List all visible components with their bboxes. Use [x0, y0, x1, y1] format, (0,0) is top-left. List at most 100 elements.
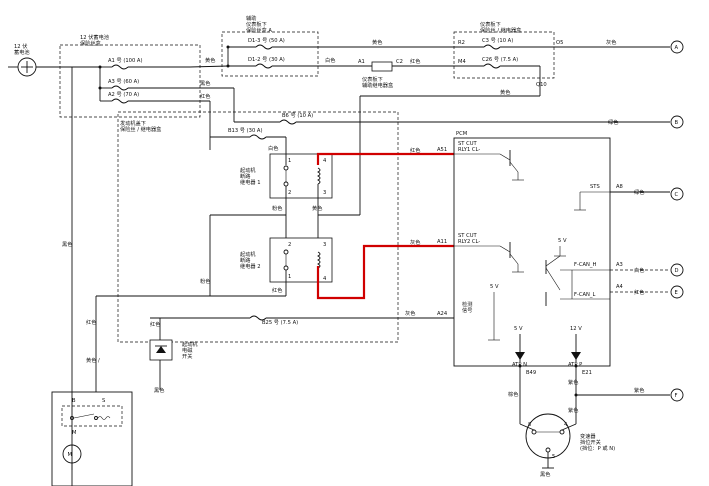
- fuse-box-main: 12 伏蓄电池 保险丝盒 A1 号 (100 A) A3 号 (60 A) A2…: [59, 33, 201, 470]
- pcm-sts: STS: [590, 184, 600, 190]
- starter-m: M: [72, 430, 76, 436]
- connector-e-label: E: [675, 290, 678, 296]
- wire-black-1: 黑色: [200, 79, 210, 87]
- relay2-pin-a: 2: [288, 242, 291, 248]
- wire-green-b: 绿色: [608, 118, 618, 126]
- pin-r2: R2: [458, 40, 465, 46]
- wire-black-left: 黑色: [62, 240, 72, 248]
- wire-white-2: 白色: [268, 144, 278, 152]
- pcm-5v-a: 5 V: [558, 238, 567, 244]
- connector-b: [670, 115, 684, 129]
- wire-green-c: 绿色: [634, 188, 644, 196]
- relay2-label-2: 断路: [240, 256, 251, 264]
- diode-label-3: 开关: [182, 352, 192, 360]
- aux-box-title-1: 辅助: [246, 14, 256, 22]
- wire-red-5: 红色: [86, 318, 96, 326]
- relay2-label-3: 继电器 2: [240, 262, 261, 270]
- highlighted-circuit: 红色 灰色: [316, 146, 454, 300]
- pin-a3: A3: [616, 262, 623, 268]
- fuse-d13-label: D1-3 号 (50 A): [248, 37, 285, 44]
- dash-fuse-box: 仪表板下 保险丝 / 继电器盒 R2 M4 C3 号 (10 A) C26 号 …: [359, 20, 684, 205]
- pin-a8: A8: [616, 184, 623, 190]
- pcm-title: PCM: [456, 131, 467, 137]
- relay2-label-1: 起动机: [240, 250, 256, 258]
- connector-d-label: D: [675, 268, 679, 274]
- trans-label-1: 变速器: [580, 432, 596, 440]
- trans-label-3: (挡位：P 或 N): [580, 444, 615, 452]
- wire-gray-2: 灰色: [410, 238, 420, 246]
- connector-f: [670, 388, 684, 402]
- fuse-d12-label: D1-2 号 (30 A): [248, 56, 285, 63]
- starter-circuit: 黑色 红色 黄色 / 红色 起动机 电磁 开关 黑色 B S M M: [51, 240, 198, 486]
- starter-s: S: [102, 398, 105, 404]
- hood-fuse-box: 发动机盖下 保险丝 / 继电器盒 B6 号 (10 A) 绿色 B B13 号 …: [96, 111, 684, 343]
- connector-a-label: A: [675, 45, 679, 51]
- trans-pin-5: 5: [552, 454, 555, 460]
- pin-b49: B49: [526, 370, 536, 376]
- aux-relay-pin-in: A1: [358, 59, 365, 65]
- pcm-stcut-2: ST CUT: [458, 233, 478, 239]
- pin-o5: O5: [556, 40, 563, 46]
- starter-note: 黄色 /: [86, 356, 100, 364]
- wire-yellow-4: 黄色: [312, 204, 322, 212]
- wire-red-1: 红色: [410, 57, 420, 65]
- relay2-pin-c: 1: [288, 274, 291, 280]
- fuse-c3-label: C3 号 (10 A): [482, 37, 513, 44]
- wire-brown-1: 棕色: [508, 390, 518, 398]
- wire-yellow-1: 黄色: [205, 56, 215, 64]
- connector-c: [670, 187, 684, 201]
- fuse-box-main-title-1: 12 伏蓄电池: [80, 33, 109, 41]
- trans-label-2: 挡位开关: [580, 438, 601, 446]
- wire-pink-1: 粉色: [272, 204, 282, 212]
- pcm-fcan-h: F-CAN_H: [574, 262, 597, 268]
- pin-m4: M4: [458, 59, 466, 65]
- aux-relay-box: A1 C2 红色 仪表板下 辅助继电器盒: [358, 57, 450, 89]
- trans-pin-4: 4: [564, 422, 568, 428]
- connector-b-label: B: [675, 120, 679, 126]
- signal-label-d: 白色: [634, 266, 644, 274]
- wire-gray-a: 灰色: [606, 38, 616, 46]
- dash-box-title-1: 仪表板下: [480, 20, 501, 28]
- aux-box-title-3: 保险丝盒 A: [246, 26, 272, 34]
- fuse-c26-label: C26 号 (7.5 A): [482, 56, 518, 63]
- relay1-label-3: 继电器 1: [240, 178, 261, 186]
- aux-fuse-box: 辅助 仪表板下 保险丝盒 A D1-3 号 (50 A) D1-2 号 (30 …: [189, 14, 450, 77]
- fuse-b6-label: B6 号 (10 A): [282, 112, 313, 119]
- relay1-pin-4: 4: [323, 158, 327, 164]
- battery-label-2: 蓄电池: [14, 48, 30, 56]
- wire-yellow-2: 黄色: [372, 38, 382, 46]
- connector-d: [670, 263, 684, 277]
- aux-relay-pin-out: C2: [396, 59, 403, 65]
- diode-label-1: 起动机: [182, 340, 198, 348]
- motor-symbol-m: M: [68, 452, 72, 458]
- wire-purple-1: 紫色: [568, 378, 578, 386]
- wire-purple-2: 紫色: [568, 406, 578, 414]
- fuse-a1-label: A1 号 (100 A): [108, 57, 142, 64]
- pin-q10: Q10: [536, 82, 547, 88]
- pcm-rly2: RLY2 CL-: [458, 239, 480, 245]
- fuse-box-main-title-2: 保险丝盒: [80, 39, 102, 47]
- diode-label-2: 电磁: [182, 346, 193, 354]
- pcm-fcan-l: F-CAN_L: [574, 292, 596, 298]
- wire-pink-2: 粉色: [200, 277, 210, 285]
- fuse-a2-label: A2 号 (70 A): [108, 91, 139, 98]
- relay1-label-2: 断路: [240, 172, 251, 180]
- relay1-pin-3: 3: [323, 190, 326, 196]
- aux-relay-label-1: 仪表板下: [362, 75, 383, 83]
- aux-box-title-2: 仪表板下: [246, 20, 267, 28]
- connector-a: [670, 40, 684, 54]
- connector-e: [670, 285, 684, 299]
- pcm-stcut-1: ST CUT: [458, 141, 478, 147]
- connector-f-label: F: [675, 393, 678, 399]
- wire-red-3: 红色: [272, 286, 282, 294]
- wire-black-2: 黑色: [154, 386, 164, 394]
- signal-label-e: 红色: [634, 288, 644, 296]
- battery: 12 伏 蓄电池: [8, 42, 72, 77]
- wire-yellow-3: 黄色: [500, 88, 510, 96]
- pcm: PCM A51 ST CUT RLY1 CL- A11 ST CUT RLY2 …: [437, 131, 684, 368]
- starter-b: B: [72, 398, 76, 404]
- trans-range-switch: B49 棕色 E21 紫色 紫色 紫色 F 8 4 5 黑色 变速器 挡位开关 …: [508, 364, 684, 478]
- wire-red-2: 红色: [200, 92, 210, 100]
